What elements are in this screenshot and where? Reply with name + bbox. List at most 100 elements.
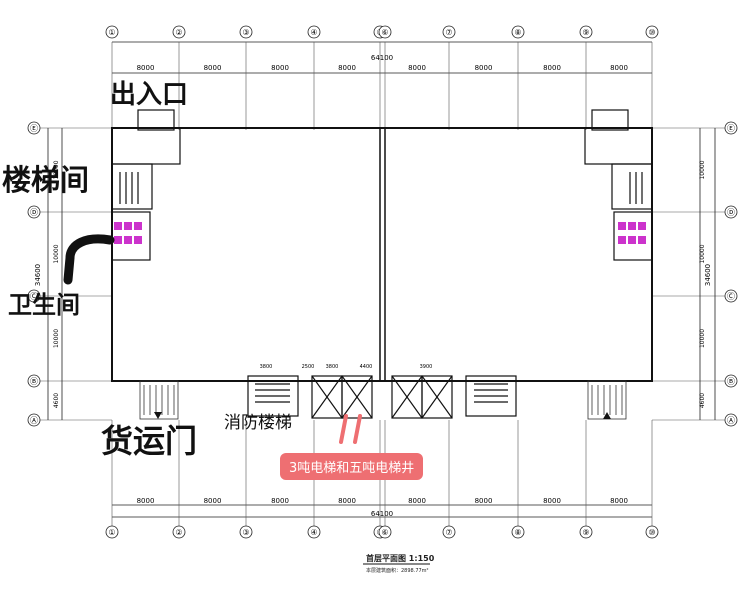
elevator-marker-left	[339, 414, 348, 444]
bay-dimension-label: 8000	[475, 497, 493, 505]
bay-dimension-label: 8000	[610, 64, 628, 72]
side-dimension-label: 10000	[699, 329, 706, 348]
drawing-scale: 1:150	[408, 554, 435, 563]
side-dimension-label: 10000	[53, 329, 60, 348]
column-marker-label: ②	[175, 28, 182, 37]
bay-dimension-label: 8000	[204, 64, 222, 72]
bay-dimension-label: 8000	[271, 64, 289, 72]
column-marker	[511, 525, 525, 539]
column-marker	[442, 25, 456, 39]
column-marker	[172, 525, 186, 539]
inner-dimension-label: 4400	[360, 364, 373, 370]
column-marker	[645, 25, 659, 39]
toilet-label: 卫生间	[8, 291, 80, 319]
ramp-arrow-right	[603, 412, 611, 419]
bay-dimension-label: 8000	[543, 64, 561, 72]
total-depth-right: 34600	[704, 264, 712, 286]
drawing-title-text: 首层平面图	[366, 554, 406, 563]
row-marker	[724, 121, 738, 135]
bay-dimension-label: 8000	[475, 64, 493, 72]
bay-dimension-label: 8000	[137, 497, 155, 505]
row-marker-label: Ⓑ	[30, 377, 38, 386]
row-marker-label: Ⓔ	[30, 124, 38, 133]
column-marker	[105, 25, 119, 39]
elevator-marker-right	[353, 414, 362, 444]
inner-dimension-label: 2500	[302, 364, 315, 370]
column-marker-label: ④	[310, 28, 317, 37]
column-marker-label: ⑩	[648, 528, 655, 537]
row-marker-label: Ⓒ	[30, 292, 38, 301]
side-dimension-label: 4600	[53, 393, 60, 408]
row-marker	[27, 205, 41, 219]
entrance-label: 出入口	[110, 80, 189, 110]
column-marker-label: ⑦	[445, 528, 452, 537]
column-marker	[239, 525, 253, 539]
bay-dimension-label: 8000	[204, 497, 222, 505]
row-marker	[724, 374, 738, 388]
row-marker-label: Ⓓ	[30, 208, 38, 217]
drawing-title: 首层平面图 1:150	[366, 553, 434, 564]
column-marker	[579, 525, 593, 539]
column-marker	[172, 25, 186, 39]
ramp-arrow-left	[154, 412, 162, 419]
column-marker	[579, 25, 593, 39]
column-marker-label: ⑧	[514, 28, 521, 37]
column-marker	[105, 525, 119, 539]
bay-dimension-label: 8000	[543, 497, 561, 505]
row-marker	[27, 121, 41, 135]
top-dimension-lines	[112, 41, 652, 518]
bay-dimension-label: 8000	[338, 497, 356, 505]
column-marker-label: ⑥	[381, 28, 388, 37]
column-markers: ①①②②③③④④⑤⑤⑥⑥⑦⑦⑧⑧⑨⑨⑩⑩	[105, 25, 659, 539]
side-dimension-label: 10000	[699, 160, 706, 179]
column-marker	[511, 25, 525, 39]
row-marker-label: Ⓒ	[727, 292, 735, 301]
side-dimensions: 10000 10000 10000 10000 10000 10000 4600 4600	[53, 160, 706, 408]
column-marker-label: ①	[108, 528, 115, 537]
column-marker-label: ③	[242, 28, 249, 37]
freight-ramps	[139, 380, 627, 420]
side-dimension-lines	[47, 128, 716, 420]
elevator-note-badge: 3吨电梯和五吨电梯井	[280, 453, 424, 480]
row-grid-lines	[40, 127, 730, 421]
freight-door-label: 货运门	[101, 422, 198, 460]
inner-dimension-label: 3800	[260, 364, 273, 370]
column-marker-label: ①	[108, 28, 115, 37]
side-dimension-label: 10000	[53, 160, 60, 179]
row-marker-label: Ⓔ	[727, 124, 735, 133]
column-marker	[378, 25, 392, 39]
bay-dimensions: 8000 8000 8000 8000 8000 8000 8000 8000 8000 8000…	[137, 64, 628, 505]
drawing-subtitle: 本层建筑面积：2898.77m²	[366, 568, 429, 574]
column-marker-label: ⑦	[445, 28, 452, 37]
row-marker	[724, 205, 738, 219]
inner-dimension-label: 3900	[420, 364, 433, 370]
bay-dimension-label: 8000	[338, 64, 356, 72]
side-dimension-label: 4600	[699, 393, 706, 408]
total-width-top: 64100	[371, 54, 393, 62]
right-toilet-fixtures	[618, 222, 646, 244]
bay-dimension-label: 8000	[408, 497, 426, 505]
bay-dimension-label: 8000	[610, 497, 628, 505]
side-dimension-label: 10000	[699, 244, 706, 263]
total-width-bottom: 64100	[371, 510, 393, 518]
stairwell-label: 楼梯间	[2, 163, 90, 197]
bay-dimension-label: 8000	[137, 64, 155, 72]
column-marker-label: ⑨	[582, 528, 589, 537]
column-marker-label: ②	[175, 528, 182, 537]
column-marker-label: ⑥	[381, 528, 388, 537]
total-depth-left: 34600	[34, 264, 42, 286]
row-marker	[724, 289, 738, 303]
row-marker	[27, 289, 41, 303]
right-core	[584, 109, 653, 261]
column-marker	[442, 525, 456, 539]
column-marker	[645, 525, 659, 539]
column-marker-label: ⑨	[582, 28, 589, 37]
side-dimension-label: 10000	[53, 244, 60, 263]
left-toilet-fixtures	[114, 222, 142, 244]
column-marker	[378, 525, 392, 539]
building-outline	[111, 127, 653, 382]
bay-dimension-label: 8000	[271, 497, 289, 505]
row-marker-label: Ⓐ	[30, 416, 38, 425]
